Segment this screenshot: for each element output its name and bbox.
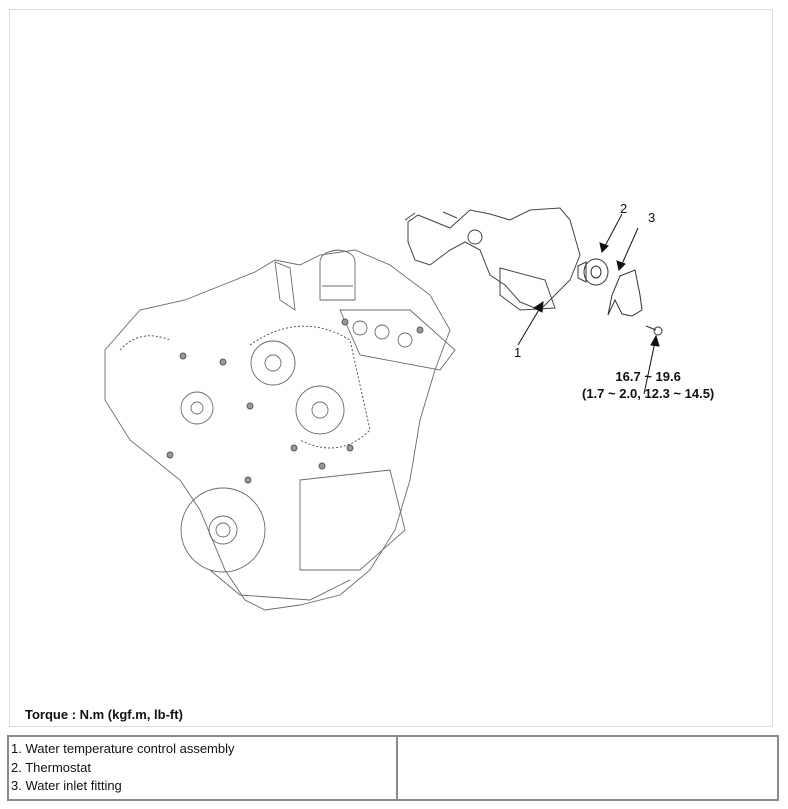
torque-spec-kgf-lbft: (1.7 ~ 2.0, 12.3 ~ 14.5): [582, 386, 715, 401]
thermostat-illustration: [577, 258, 609, 286]
water-temperature-control-assembly-illustration: [404, 207, 581, 311]
torque-units-label: Torque : N.m (kgf.m, lb-ft): [25, 707, 183, 722]
table-row: 1. Water temperature control assembly 2.…: [7, 735, 779, 801]
callout-leaders: [517, 213, 660, 395]
bolt-illustration: [645, 325, 663, 336]
engine-diagram: [104, 207, 663, 611]
engine-block-illustration: [104, 249, 456, 611]
torque-spec: 16.7 ~ 19.6 (1.7 ~ 2.0, 12.3 ~ 14.5): [582, 368, 714, 402]
water-inlet-fitting-illustration: [607, 269, 643, 317]
legend-empty-cell: [396, 735, 779, 801]
callout-2: 2: [620, 201, 628, 216]
torque-spec-nm: 16.7 ~ 19.6: [615, 369, 681, 384]
legend-item: 2. Thermostat: [11, 759, 91, 775]
parts-legend-table: 1. Water temperature control assembly 2.…: [7, 735, 779, 801]
legend-items-cell: 1. Water temperature control assembly 2.…: [7, 735, 398, 801]
legend-item: 1. Water temperature control assembly: [11, 741, 235, 756]
callout-3: 3: [648, 210, 656, 225]
callout-1: 1: [514, 345, 522, 360]
figure-frame: 1 2 3 16.7 ~ 19.6 (1.7 ~ 2.0, 12.3 ~ 14.…: [9, 9, 773, 727]
legend-item: 3. Water inlet fitting: [11, 778, 122, 793]
